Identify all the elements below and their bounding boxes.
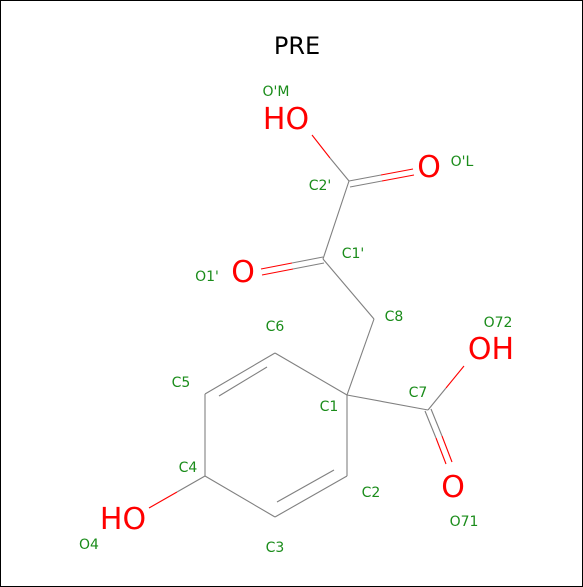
label-o1p: O1' [195,269,219,285]
bond-c4-o4-grey [176,475,206,493]
bond-c6-c5-inner [218,366,268,397]
bond-c1p-o1p-a-red [260,262,293,270]
bond-c4-o4-red [148,491,178,509]
bond-c7-o71-a-grey [424,410,437,439]
bond-c3-c2-inner [276,469,335,503]
bond-c2p-om-grey [329,157,350,182]
diagram-title: PRE [274,32,320,60]
bond-c6-c5 [204,352,276,395]
bond-c1p-o1p-b-grey [292,262,325,270]
bond-c2p-c1p [322,180,350,260]
bond-c1p-o1p-b-red [261,268,294,276]
label-c3: C3 [266,540,285,556]
atom-o1p-symbol: O [231,255,255,290]
bonds [148,134,465,518]
bond-c1p-c8 [322,258,375,320]
label-c2p: C2' [309,178,332,194]
label-c2: C2 [362,485,381,501]
atom-o4-symbol: HO [100,502,146,537]
bond-c2p-om-red [311,134,331,159]
heteroatom-symbols: HO O O OH O HO [100,102,514,537]
bond-c8-c1 [346,318,375,396]
bond-c7-o71-b-grey [430,408,443,437]
bond-c3-c2 [274,475,348,518]
label-om: O'M [263,84,290,100]
atom-ol-symbol: O [417,150,441,185]
label-c6: C6 [266,319,285,335]
label-c5: C5 [172,375,191,391]
bond-c2p-ol-b-red [381,174,415,182]
label-c1p: C1' [342,246,365,262]
atom-labels: O'M O'L C2' C1' O1' C8 C6 O72 C5 C7 C1 C… [79,84,512,556]
bond-c1-c7 [346,394,429,411]
atom-o71-symbol: O [441,470,465,505]
bond-c7-o71-a-red [435,437,447,465]
label-o72: O72 [484,315,513,331]
bond-c2p-ol-a-grey [348,174,382,182]
bond-c7-o71-b-red [441,435,453,463]
bond-c2p-ol-a-red [380,168,414,176]
atom-om-symbol: HO [263,102,309,137]
bond-c1-c6 [274,352,348,396]
label-c4: C4 [179,460,198,476]
bond-c2p-ol-b-grey [349,180,383,188]
bond-c1p-o1p-a-grey [291,256,324,264]
bond-c7-o72-red [445,365,465,389]
label-o4: O4 [79,537,99,553]
label-o71: O71 [450,514,479,530]
label-c1: C1 [320,399,339,415]
label-c7: C7 [409,385,428,401]
label-ol: O'L [451,154,474,170]
atom-o72-symbol: OH [468,332,514,367]
bond-c4-c3 [204,475,276,518]
bond-c7-o72-grey [427,387,447,411]
label-c8: C8 [385,309,404,325]
